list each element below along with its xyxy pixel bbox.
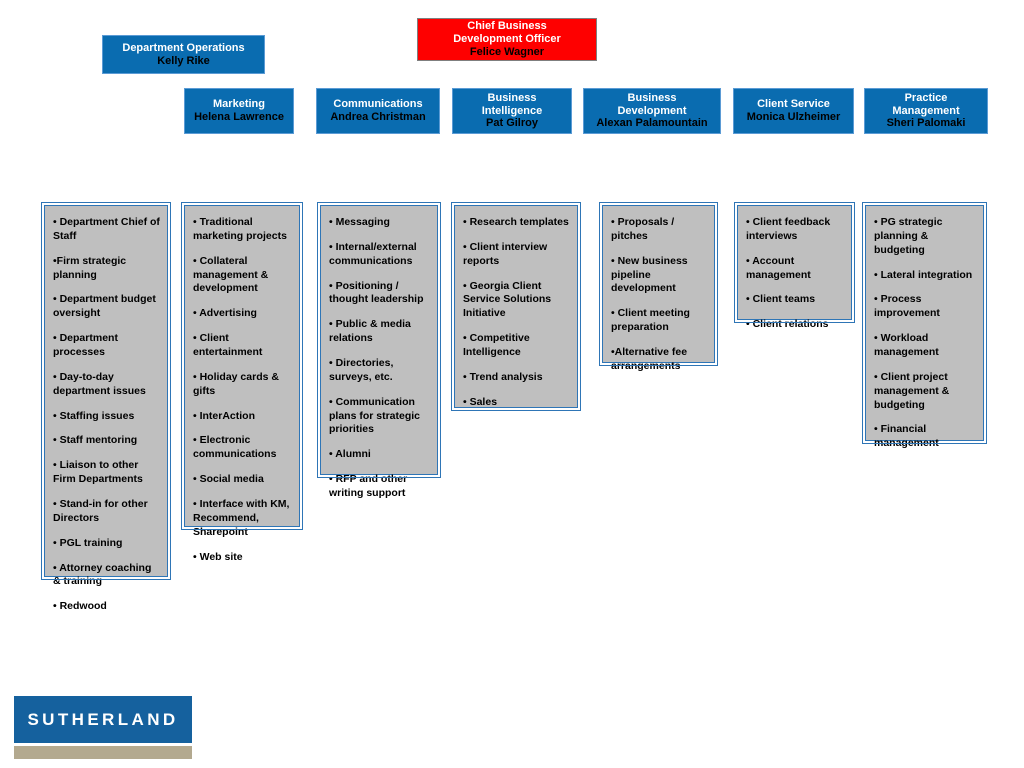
content-box-business-development-duties: • Proposals / pitches • New business pip… (599, 202, 718, 372)
header-box-title: Marketing (213, 98, 265, 111)
content-box-practice-management-duties: • PG strategic planning & budgeting • La… (862, 202, 987, 449)
list-item: • New business pipeline development (611, 254, 688, 295)
list-item: • RFP and other writing support (329, 473, 408, 500)
list-item: • Department processes (53, 332, 118, 359)
list-item: • Communication plans for strategic prio… (329, 395, 421, 436)
content-box-department-operations-duties: • Department Chief of Staff •Firm strate… (41, 202, 171, 612)
content-box-business-intelligence-duties: • Research templates • Client interview … (451, 202, 581, 411)
list-item: • Interface with KM, Recommend, Sharepoi… (193, 498, 290, 538)
list-item: • Process improvement (874, 293, 940, 320)
list-item: • Financial management (874, 423, 939, 450)
list-item: • Holiday cards & gifts (193, 370, 279, 397)
header-box-business-intelligence[interactable]: Business Intelligence Pat Gilroy (452, 88, 572, 134)
header-box-department-operations[interactable]: Department Operations Kelly Rike (102, 35, 265, 74)
list-item: • Staffing issues (53, 409, 135, 422)
list-item: • Directories, surveys, etc. (329, 357, 394, 383)
duty-list: • Client feedback interviews • Account m… (746, 216, 844, 332)
header-box-name: Andrea Christman (330, 111, 426, 123)
list-item: • PGL training (53, 536, 123, 549)
header-box-title: Client Service (757, 98, 830, 111)
list-item: •Firm strategic planning (53, 254, 127, 281)
header-box-title-line2: Intelligence (481, 104, 543, 117)
header-box-marketing[interactable]: Marketing Helena Lawrence (184, 88, 294, 134)
list-item: • Client feedback interviews (746, 216, 831, 242)
header-box-name: Felice Wagner (469, 45, 545, 58)
duty-list: • PG strategic planning & budgeting • La… (874, 216, 976, 451)
header-box-name: Kelly Rike (157, 54, 210, 67)
duty-list: • Messaging • Internal/external communic… (329, 216, 430, 501)
header-box-communications[interactable]: Communications Andrea Christman (316, 88, 440, 134)
list-item: • Client project management & budgeting (874, 370, 950, 411)
sutherland-logo: SUTHERLAND (14, 696, 192, 759)
logo-text: SUTHERLAND (27, 709, 179, 729)
list-item: • Traditional marketing projects (193, 216, 287, 242)
list-item: • Georgia Client Service Solutions Initi… (463, 279, 552, 320)
list-item: • Electronic communications (193, 434, 277, 461)
list-item: • Client interview reports (463, 240, 548, 267)
list-item: • Internal/external communications (329, 240, 417, 267)
header-box-title-line1: Practice (904, 91, 948, 104)
list-item: • Client teams (746, 293, 816, 306)
header-box-title: Department Operations (122, 41, 245, 54)
header-box-name: Helena Lawrence (194, 111, 284, 123)
list-item: • Advertising (193, 307, 257, 320)
list-item: • Attorney coaching & training (53, 561, 152, 588)
list-item: •Alternative fee arrangements (611, 346, 688, 372)
list-item: • Client meeting preparation (611, 307, 690, 334)
content-box-communications-duties: • Messaging • Internal/external communic… (317, 202, 441, 499)
duty-list: • Department Chief of Staff •Firm strate… (53, 216, 160, 614)
header-box-client-service[interactable]: Client Service Monica Ulzheimer (733, 88, 854, 134)
list-item: • Trend analysis (463, 370, 543, 383)
list-item: • Collateral management & development (193, 254, 269, 295)
logo-block: SUTHERLAND (14, 696, 192, 743)
list-item: • Department Chief of Staff (53, 216, 160, 242)
list-item: • Liaison to other Firm Departments (53, 459, 143, 486)
header-box-title-line1: Business (487, 91, 537, 104)
header-box-title-line2: Development (617, 104, 687, 117)
list-item: • Department budget oversight (53, 293, 156, 320)
list-item: • Web site (193, 550, 243, 563)
header-box-name: Alexan Palamountain (596, 117, 708, 130)
header-box-name: Monica Ulzheimer (746, 111, 841, 123)
header-box-name: Pat Gilroy (486, 117, 538, 130)
list-item: • Messaging (329, 216, 390, 228)
list-item: • Client entertainment (193, 332, 263, 359)
list-item: • Client relations (746, 318, 829, 331)
list-item: • Account management (746, 254, 811, 281)
list-item: • Competitive Intelligence (463, 332, 530, 359)
list-item: • Day-to-day department issues (53, 370, 146, 397)
list-item: • Alumni (329, 448, 371, 461)
list-item: • Public & media relations (329, 318, 411, 345)
list-item: • Proposals / pitches (611, 216, 675, 242)
content-box-client-service-duties: • Client feedback interviews • Account m… (734, 202, 855, 330)
list-item: • Social media (193, 473, 264, 486)
list-item: • Stand-in for other Directors (53, 498, 148, 524)
logo-accent-bar (14, 746, 192, 759)
duty-list: • Proposals / pitches • New business pip… (611, 216, 707, 374)
header-box-chief-business-development-officer[interactable]: Chief Business Development Officer Felic… (417, 18, 597, 61)
header-box-title-line2: Development Officer (453, 33, 561, 46)
header-box-title-line2: Management (892, 104, 960, 117)
header-box-title-line1: Chief Business (467, 20, 547, 33)
duty-list: • Research templates • Client interview … (463, 216, 570, 410)
header-box-title-line1: Business (627, 91, 677, 104)
list-item: • Lateral integration (874, 268, 973, 281)
header-box-name: Sheri Palomaki (886, 117, 966, 130)
list-item: • Sales (463, 395, 498, 408)
list-item: • Workload management (874, 332, 939, 359)
content-box-marketing-duties: • Traditional marketing projects • Colla… (181, 202, 303, 563)
header-box-business-development[interactable]: Business Development Alexan Palamountain (583, 88, 721, 134)
list-item: • Staff mentoring (53, 434, 138, 447)
list-item: • Positioning / thought leadership (329, 279, 424, 306)
header-box-title: Communications (333, 98, 423, 111)
list-item: • Research templates (463, 216, 569, 228)
duty-list: • Traditional marketing projects • Colla… (193, 216, 292, 564)
list-item: • Redwood (53, 600, 107, 613)
list-item: • PG strategic planning & budgeting (874, 216, 943, 256)
list-item: • InterAction (193, 409, 256, 422)
header-box-practice-management[interactable]: Practice Management Sheri Palomaki (864, 88, 988, 134)
